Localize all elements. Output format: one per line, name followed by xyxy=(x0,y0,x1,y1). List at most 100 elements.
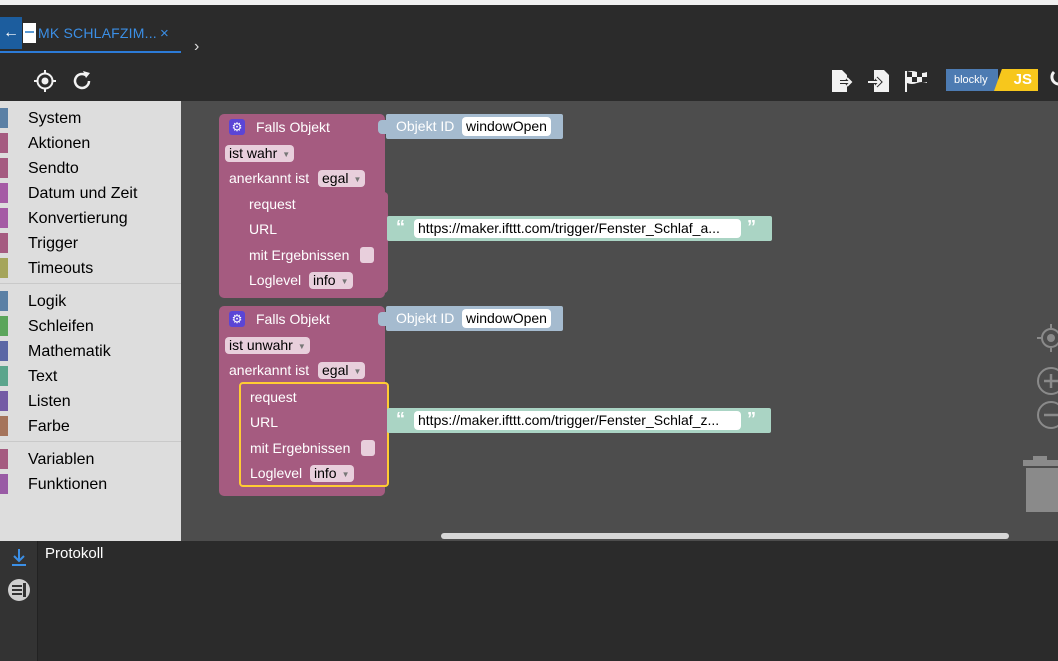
url-text-block[interactable]: “ https://maker.ifttt.com/trigger/Fenste… xyxy=(387,216,772,241)
category-label: Variablen xyxy=(28,451,95,468)
loglevel-dropdown[interactable]: info▼ xyxy=(309,272,353,289)
object-id-field[interactable]: windowOpen xyxy=(462,117,551,136)
toolbox-category-funktionen[interactable]: Funktionen xyxy=(0,472,181,496)
js-badge[interactable]: JS xyxy=(994,69,1038,91)
trigger-label: Falls Objekt xyxy=(256,119,330,135)
category-color-swatch xyxy=(0,416,8,436)
tab-bar: ← MK SCHLAFZIM... × › xyxy=(0,5,1058,60)
tab-title[interactable]: MK SCHLAFZIM... xyxy=(38,25,157,41)
chevron-right-icon[interactable]: › xyxy=(194,38,200,55)
dropdown-arrow-icon: ▼ xyxy=(340,276,349,286)
category-color-swatch xyxy=(0,341,8,361)
category-color-swatch xyxy=(0,366,8,386)
category-label: Logik xyxy=(28,293,67,310)
object-id-block[interactable]: Objekt ID windowOpen xyxy=(386,114,563,139)
results-checkbox[interactable] xyxy=(361,440,375,456)
request-block-selected[interactable]: request URL mit Ergebnissen Loglevel inf… xyxy=(239,382,389,487)
zoom-in-icon[interactable] xyxy=(1034,365,1058,397)
locate-icon[interactable] xyxy=(32,68,58,94)
category-color-swatch xyxy=(0,233,8,253)
url-field[interactable]: https://maker.ifttt.com/trigger/Fenster_… xyxy=(414,411,741,430)
category-label: Farbe xyxy=(28,418,70,435)
log-sidebar xyxy=(0,541,38,661)
request-label: request xyxy=(250,389,297,405)
category-color-swatch xyxy=(0,158,8,178)
download-icon[interactable] xyxy=(10,547,28,567)
toolbox-category-konvertierung[interactable]: Konvertierung xyxy=(0,206,181,230)
document-icon xyxy=(23,23,36,43)
script-tab[interactable]: ← MK SCHLAFZIM... × xyxy=(0,11,181,53)
category-label: Text xyxy=(28,368,58,385)
state-dropdown[interactable]: ist unwahr▼ xyxy=(225,337,310,354)
request-label: request xyxy=(249,196,296,212)
toolbox-category-sendto[interactable]: Sendto xyxy=(0,156,181,180)
toolbox-category-timeouts[interactable]: Timeouts xyxy=(0,256,181,280)
object-connector xyxy=(378,120,386,134)
refresh-icon[interactable] xyxy=(69,68,95,94)
toolbox-category-schleifen[interactable]: Schleifen xyxy=(0,314,181,338)
request-block[interactable]: request URL mit Ergebnissen Loglevel inf… xyxy=(239,192,388,293)
category-label: Funktionen xyxy=(28,476,108,493)
dropdown-arrow-icon: ▼ xyxy=(353,366,362,376)
url-text-block[interactable]: “ https://maker.ifttt.com/trigger/Fenste… xyxy=(387,408,771,433)
window-top-border xyxy=(0,0,1058,5)
ack-label: anerkannt ist xyxy=(229,362,310,378)
object-id-field[interactable]: windowOpen xyxy=(462,309,551,328)
loglevel-dropdown[interactable]: info▼ xyxy=(310,465,354,482)
toolbox-category-farbe[interactable]: Farbe xyxy=(0,414,181,438)
results-checkbox[interactable] xyxy=(360,247,374,263)
ack-label: anerkannt ist xyxy=(229,170,310,186)
toolbox-category-mathematik[interactable]: Mathematik xyxy=(0,339,181,363)
toolbox-category-listen[interactable]: Listen xyxy=(0,389,181,413)
category-color-swatch xyxy=(0,183,8,203)
toolbox-category-variablen[interactable]: Variablen xyxy=(0,447,181,471)
category-color-swatch xyxy=(0,316,8,336)
dropdown-arrow-icon: ▼ xyxy=(297,341,306,351)
ack-dropdown[interactable]: egal▼ xyxy=(318,170,366,187)
horizontal-scrollbar[interactable] xyxy=(441,533,1009,539)
toolbox-category-datum-und-zeit[interactable]: Datum und Zeit xyxy=(0,181,181,205)
object-id-block[interactable]: Objekt ID windowOpen xyxy=(386,306,563,331)
object-id-label: Objekt ID xyxy=(396,118,455,134)
back-arrow-icon[interactable]: ← xyxy=(0,17,22,49)
log-title: Protokoll xyxy=(45,545,104,562)
category-color-swatch xyxy=(0,291,8,311)
category-color-swatch xyxy=(0,449,8,469)
category-label: Mathematik xyxy=(28,343,111,360)
object-connector xyxy=(378,312,386,326)
ack-dropdown[interactable]: egal▼ xyxy=(318,362,366,379)
blockly-workspace[interactable]: ⚙ Falls Objekt ist wahr▼ anerkannt ist e… xyxy=(181,101,1058,541)
checkered-flag-icon[interactable] xyxy=(903,68,929,94)
toolbox-category-trigger[interactable]: Trigger xyxy=(0,231,181,255)
category-label: Trigger xyxy=(28,235,79,252)
toolbox-category-logik[interactable]: Logik xyxy=(0,289,181,313)
category-label: Aktionen xyxy=(28,135,91,152)
close-quote-icon: ” xyxy=(747,409,756,429)
gear-icon[interactable]: ⚙ xyxy=(229,311,245,327)
center-workspace-icon[interactable] xyxy=(1034,322,1058,354)
toolbox-category-text[interactable]: Text xyxy=(0,364,181,388)
zoom-out-icon[interactable] xyxy=(1034,399,1058,431)
toolbar: blockly JS xyxy=(0,60,1058,101)
dropdown-arrow-icon: ▼ xyxy=(282,149,291,159)
close-icon[interactable]: × xyxy=(160,25,169,42)
category-color-swatch xyxy=(0,133,8,153)
toolbox-category-system[interactable]: System xyxy=(0,106,181,130)
gear-icon[interactable]: ⚙ xyxy=(229,119,245,135)
export-icon[interactable] xyxy=(829,68,855,94)
toolbox-category-aktionen[interactable]: Aktionen xyxy=(0,131,181,155)
wrench-icon[interactable] xyxy=(1046,68,1058,94)
state-dropdown[interactable]: ist wahr▼ xyxy=(225,145,295,162)
url-field[interactable]: https://maker.ifttt.com/trigger/Fenster_… xyxy=(414,219,741,238)
toolbox-separator xyxy=(0,283,181,284)
trash-icon[interactable] xyxy=(1021,456,1058,514)
loglevel-label: Loglevel xyxy=(249,272,302,288)
close-quote-icon: ” xyxy=(747,217,756,237)
category-color-swatch xyxy=(0,391,8,411)
import-icon[interactable] xyxy=(866,68,892,94)
category-label: Konvertierung xyxy=(28,210,128,227)
clear-log-icon[interactable] xyxy=(7,578,31,602)
blockly-badge[interactable]: blockly xyxy=(946,69,998,91)
toolbox-separator xyxy=(0,441,181,442)
